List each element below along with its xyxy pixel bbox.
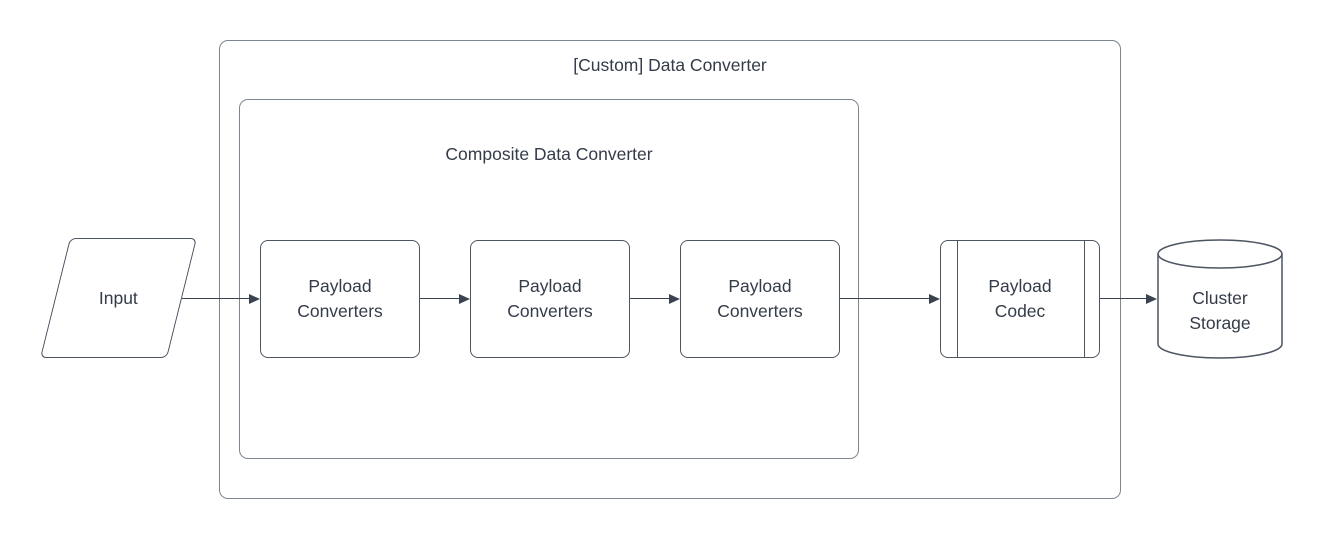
payload-codec-node: Payload Codec — [940, 240, 1100, 358]
arrow-line — [630, 298, 670, 299]
cylinder-shape — [1157, 239, 1283, 359]
cluster-storage-node: Cluster Storage — [1157, 239, 1283, 359]
payload-codec-label: Payload Codec — [988, 276, 1052, 321]
payload-converters-node-1: Payload Converters — [260, 240, 420, 358]
payload-converters-node-3: Payload Converters — [680, 240, 840, 358]
payload-converters-node-2: Payload Converters — [470, 240, 630, 358]
input-node: Input — [40, 238, 197, 358]
composite-data-converter-title: Composite Data Converter — [445, 144, 653, 164]
payload-converters-label-1: Payload Converters — [297, 276, 383, 321]
custom-data-converter-title: [Custom] Data Converter — [573, 55, 767, 75]
codec-right-stripe — [1084, 241, 1085, 357]
arrow-head-icon — [669, 294, 680, 304]
composite-data-converter-container: Composite Data Converter — [239, 99, 859, 459]
input-label: Input — [99, 287, 138, 308]
arrow-line — [420, 298, 460, 299]
arrow-line — [1100, 298, 1147, 299]
arrow-line — [840, 298, 930, 299]
cluster-storage-label: Cluster Storage — [1189, 288, 1251, 333]
arrow-head-icon — [929, 294, 940, 304]
payload-converters-label-2: Payload Converters — [507, 276, 593, 321]
arrow-head-icon — [1146, 294, 1157, 304]
arrow-head-icon — [249, 294, 260, 304]
arrow-line — [182, 298, 251, 299]
codec-left-stripe — [957, 241, 958, 357]
custom-data-converter-container: [Custom] Data Converter — [219, 40, 1121, 499]
arrow-head-icon — [459, 294, 470, 304]
payload-converters-label-3: Payload Converters — [717, 276, 803, 321]
